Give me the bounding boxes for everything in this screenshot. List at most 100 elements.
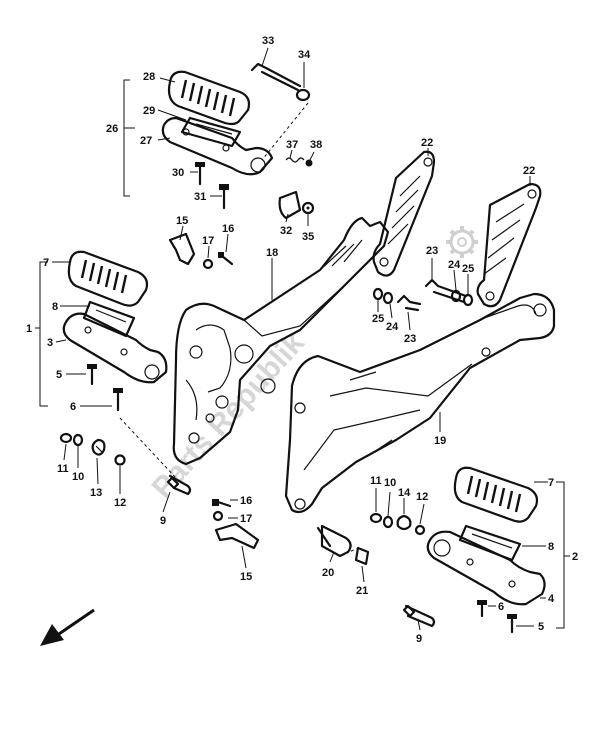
- callout-3: 3: [47, 337, 53, 349]
- callout-33: 33: [262, 35, 274, 47]
- bolt-30: [195, 162, 205, 186]
- callout-32: 32: [280, 225, 292, 237]
- callout-37: 37: [286, 139, 298, 151]
- callout-6-left: 6: [70, 401, 76, 413]
- callout-11-left: 11: [57, 463, 69, 475]
- footrest-frame-right-19: [284, 292, 556, 514]
- bolt-20: [316, 524, 352, 558]
- washer-25-left: [372, 287, 384, 301]
- footrest-bracket-3: [62, 312, 168, 384]
- washer-25-right: [462, 293, 474, 307]
- callout-7-left: 7: [43, 257, 49, 269]
- callout-26: 26: [106, 123, 118, 135]
- washer-17-upper: [202, 258, 214, 270]
- callout-6-right: 6: [498, 601, 504, 613]
- callout-29: 29: [143, 105, 155, 117]
- callout-labels: 1 2 3 4 5 5 6 6 7 7 8 8 9 9 10 10 11 11 …: [26, 35, 578, 645]
- washer-24-left: [382, 291, 394, 305]
- callout-14: 14: [398, 487, 411, 499]
- pivot-pin-9-left: [166, 474, 192, 496]
- washer-24-right: [450, 289, 462, 303]
- callout-18: 18: [266, 247, 278, 259]
- rear-footrest-plate-29: [180, 116, 242, 148]
- callout-10-right: 10: [384, 477, 396, 489]
- callout-19: 19: [434, 435, 446, 447]
- callout-22-left: 22: [421, 137, 433, 149]
- washer-11-left: [59, 432, 73, 444]
- bolt-5-left: [87, 364, 97, 386]
- callout-9-left: 9: [160, 515, 166, 527]
- pivot-pin-9-right: [402, 604, 436, 628]
- callout-12-right: 12: [416, 491, 428, 503]
- callout-28: 28: [143, 71, 155, 83]
- washer-17-lower: [212, 510, 224, 522]
- washer-10-left: [72, 433, 84, 447]
- ball-38: [305, 159, 313, 167]
- footrest-rubber-7-left: [67, 250, 149, 307]
- nut-21: [354, 546, 370, 566]
- front-direction-arrow-icon: [40, 608, 95, 646]
- callout-10-left: 10: [72, 471, 84, 483]
- callout-24-right: 24: [448, 259, 461, 271]
- washer-35: [301, 201, 315, 215]
- callout-16-lower: 16: [240, 495, 252, 507]
- spring-14: [396, 514, 412, 531]
- spring-13-left: [91, 438, 106, 456]
- collar-32: [278, 190, 302, 220]
- washer-11-right: [369, 512, 383, 524]
- bolt-5-right: [507, 614, 517, 634]
- bolt-16-upper: [218, 252, 234, 266]
- callout-25-right: 25: [462, 263, 474, 275]
- bracket-15-upper: [168, 232, 196, 266]
- callout-16-upper: 16: [222, 223, 234, 235]
- bolt-6-right: [477, 600, 487, 618]
- callout-13: 13: [90, 487, 102, 499]
- callout-20: 20: [322, 567, 334, 579]
- callout-21: 21: [356, 585, 368, 597]
- watermark-text: Parts Republik: [146, 326, 311, 504]
- callout-23-right: 23: [426, 245, 438, 257]
- callout-4: 4: [548, 593, 555, 605]
- rear-stay-left-22: [372, 150, 436, 277]
- callout-27: 27: [140, 135, 152, 147]
- ball-12-right: [414, 524, 426, 536]
- bolt-23-left: [396, 294, 422, 312]
- callout-9-right: 9: [416, 633, 422, 645]
- callout-7-right: 7: [548, 477, 554, 489]
- washer-34: [295, 88, 311, 102]
- footrest-plate-8-left: [82, 300, 136, 338]
- bolt-31: [219, 184, 229, 210]
- leader-lines: [35, 47, 570, 631]
- rear-stay-right-22: [476, 182, 542, 308]
- callout-8-right: 8: [548, 541, 554, 553]
- bracket-15-lower: [214, 522, 260, 550]
- callout-8-left: 8: [52, 301, 58, 313]
- footrest-bracket-4: [426, 530, 546, 606]
- callout-38: 38: [310, 139, 322, 151]
- footrest-rubber-7-right: [453, 466, 539, 523]
- callout-35: 35: [302, 231, 314, 243]
- callout-22-right: 22: [523, 165, 535, 177]
- watermark-gear-icon: [446, 226, 478, 258]
- callout-5-right: 5: [538, 621, 544, 633]
- callout-11-right: 11: [370, 475, 382, 487]
- callout-30: 30: [172, 167, 184, 179]
- footrest-frame-left-18: [172, 216, 390, 466]
- washer-10-right: [382, 515, 394, 529]
- footrest-plate-8-right: [458, 524, 522, 562]
- callout-12-left: 12: [114, 497, 126, 509]
- callout-2: 2: [572, 551, 578, 563]
- callout-17-lower: 17: [240, 513, 252, 525]
- pivot-bolt-33: [250, 62, 302, 92]
- callout-25-left: 25: [372, 313, 384, 325]
- callout-15-upper: 15: [176, 215, 188, 227]
- callout-31: 31: [194, 191, 206, 203]
- callout-1: 1: [26, 323, 32, 335]
- callout-15-lower: 15: [240, 571, 252, 583]
- callout-24-left: 24: [386, 321, 399, 333]
- rear-footrest-rubber-28: [167, 70, 251, 126]
- rear-footrest-bracket-27: [161, 116, 274, 176]
- callout-17-upper: 17: [202, 235, 214, 247]
